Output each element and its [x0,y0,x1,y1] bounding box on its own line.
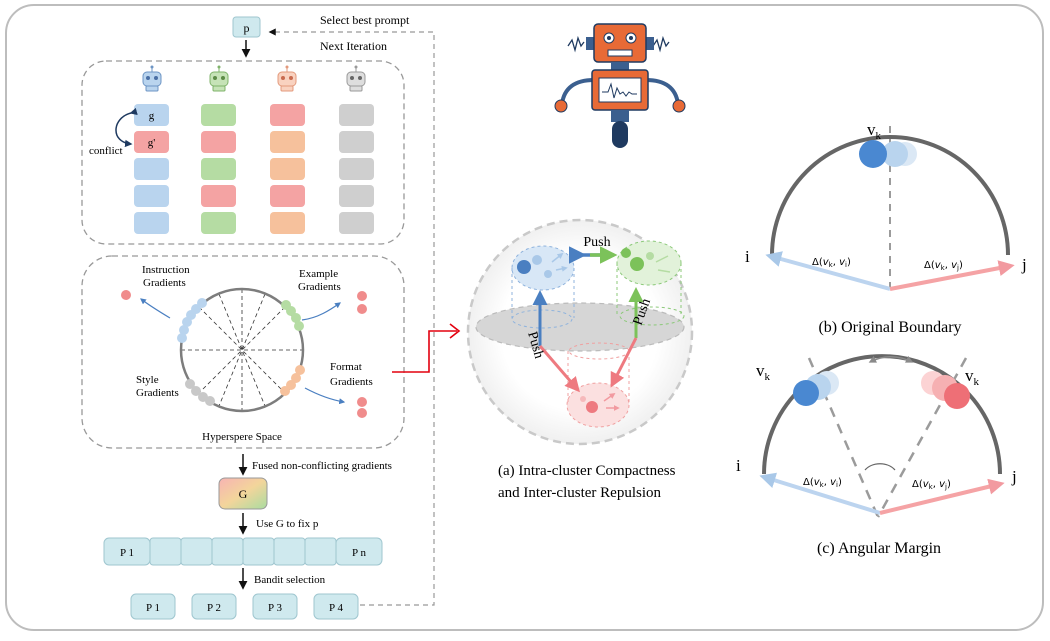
format-dot [357,408,367,418]
top-prompt-label: p [244,21,250,35]
push-left-label: Push [524,330,546,360]
grad-g-prime-label: g' [148,137,156,149]
grid-cell [339,185,374,207]
robot-head-icon [209,65,229,92]
candidate-box [130,593,176,620]
grid-cell [201,104,236,126]
robot-icon [554,23,686,148]
example-dot [357,304,367,314]
panel-a-sphere [466,218,694,446]
grid-cell [201,212,236,234]
panel-c-i-label: i [736,456,741,475]
style-beads [185,379,215,406]
format-gradients-label-1: Format [330,361,362,373]
grid-cell [270,212,305,234]
fused-g-box [218,477,268,510]
panel-c-delta-i: Δ(vk, vi) [803,477,842,489]
candidate-label: P 4 [329,602,343,614]
format-out-arrow [304,387,346,405]
fused-label: Fused non-conflicting gradients [252,460,392,472]
instruction-gradients-label-1: Instruction [142,264,190,276]
gradient-grid-box [81,60,405,245]
grid-cell [134,104,169,126]
instruction-dot [121,290,131,300]
grid-cell [134,131,169,153]
connector-arrow [392,330,457,373]
gradient-grid [134,104,374,234]
conflict-arrow [115,107,138,148]
example-beads [281,300,304,331]
candidate-box [191,593,237,620]
format-gradients-label-2: Gradients [330,376,373,388]
select-best-prompt-label: Select best prompt [320,13,410,27]
candidate-label: P 3 [268,602,282,614]
format-dot [357,397,367,407]
grid-cell [270,158,305,180]
panel-c-j-label: j [1011,467,1017,486]
connector-arrow-head [449,323,461,339]
candidate-box [252,593,298,620]
grid-cell [134,158,169,180]
candidate-label: P 1 [146,602,160,614]
robot-head-icon [142,65,162,92]
use-g-label: Use G to fix p [256,518,319,530]
panel-b-j-label: j [1021,255,1027,274]
instruction-beads [177,298,207,343]
grad-g-label: g [149,110,155,122]
panel-c-vk-left: vk [756,361,771,383]
grid-cell [270,131,305,153]
instruction-out-arrow [140,298,171,319]
candidate-box [313,593,359,620]
panel-b-caption: (b) Original Boundary [818,319,961,336]
panel-c-margin [759,354,1005,518]
top-prompt-box [232,16,261,38]
example-gradients-label-1: Example [299,268,338,280]
next-iteration-label: Next Iteration [320,39,387,53]
fused-g-label: G [239,487,248,501]
grid-cell [201,158,236,180]
panel-c-delta-j: Δ(vk, vj) [912,479,951,491]
feedback-dashed-line [268,28,435,606]
hypersphere-space-label: Hyperspere Space [202,431,282,443]
panel-b-i-label: i [745,247,750,266]
grid-cell [134,212,169,234]
panel-b-delta-j: Δ(vk, vj) [924,260,963,272]
hypersphere-wheel [179,287,305,413]
panel-c-vk-right: vk [965,366,980,388]
robot-head-icon [277,65,297,92]
prompt-last-label: P n [352,547,366,559]
panel-b-delta-i: Δ(vk, vi) [812,257,851,269]
grid-cell [270,104,305,126]
grid-cell [339,104,374,126]
format-beads [280,365,305,396]
panel-b-boundary [765,126,1015,291]
robot-head-icon [346,65,366,92]
panel-a-caption-2: and Inter-cluster Repulsion [498,485,661,501]
panel-a-caption-1: (a) Intra-cluster Compactness [498,463,676,479]
example-dot [357,291,367,301]
conflict-label: conflict [89,145,123,157]
grid-cell [201,131,236,153]
candidate-label: P 2 [207,602,221,614]
bandit-label: Bandit selection [254,574,326,586]
prompt-row [103,537,383,566]
push-top-label: Push [583,235,610,250]
prompt-first-label: P 1 [120,547,134,559]
grid-cell [134,185,169,207]
hypersphere-box [81,255,405,449]
grid-cell [339,212,374,234]
example-out-arrow [301,302,341,321]
instruction-gradients-label-2: Gradients [143,277,186,289]
panel-b-vk: vk [867,120,882,142]
grid-cell [270,185,305,207]
example-gradients-label-2: Gradients [298,281,341,293]
grid-cell [201,185,236,207]
style-gradients-label-2: Gradients [136,387,179,399]
panel-c-caption: (c) Angular Margin [817,540,941,557]
style-gradients-label-1: Style [136,374,159,386]
grid-cell [339,131,374,153]
grid-cell [339,158,374,180]
